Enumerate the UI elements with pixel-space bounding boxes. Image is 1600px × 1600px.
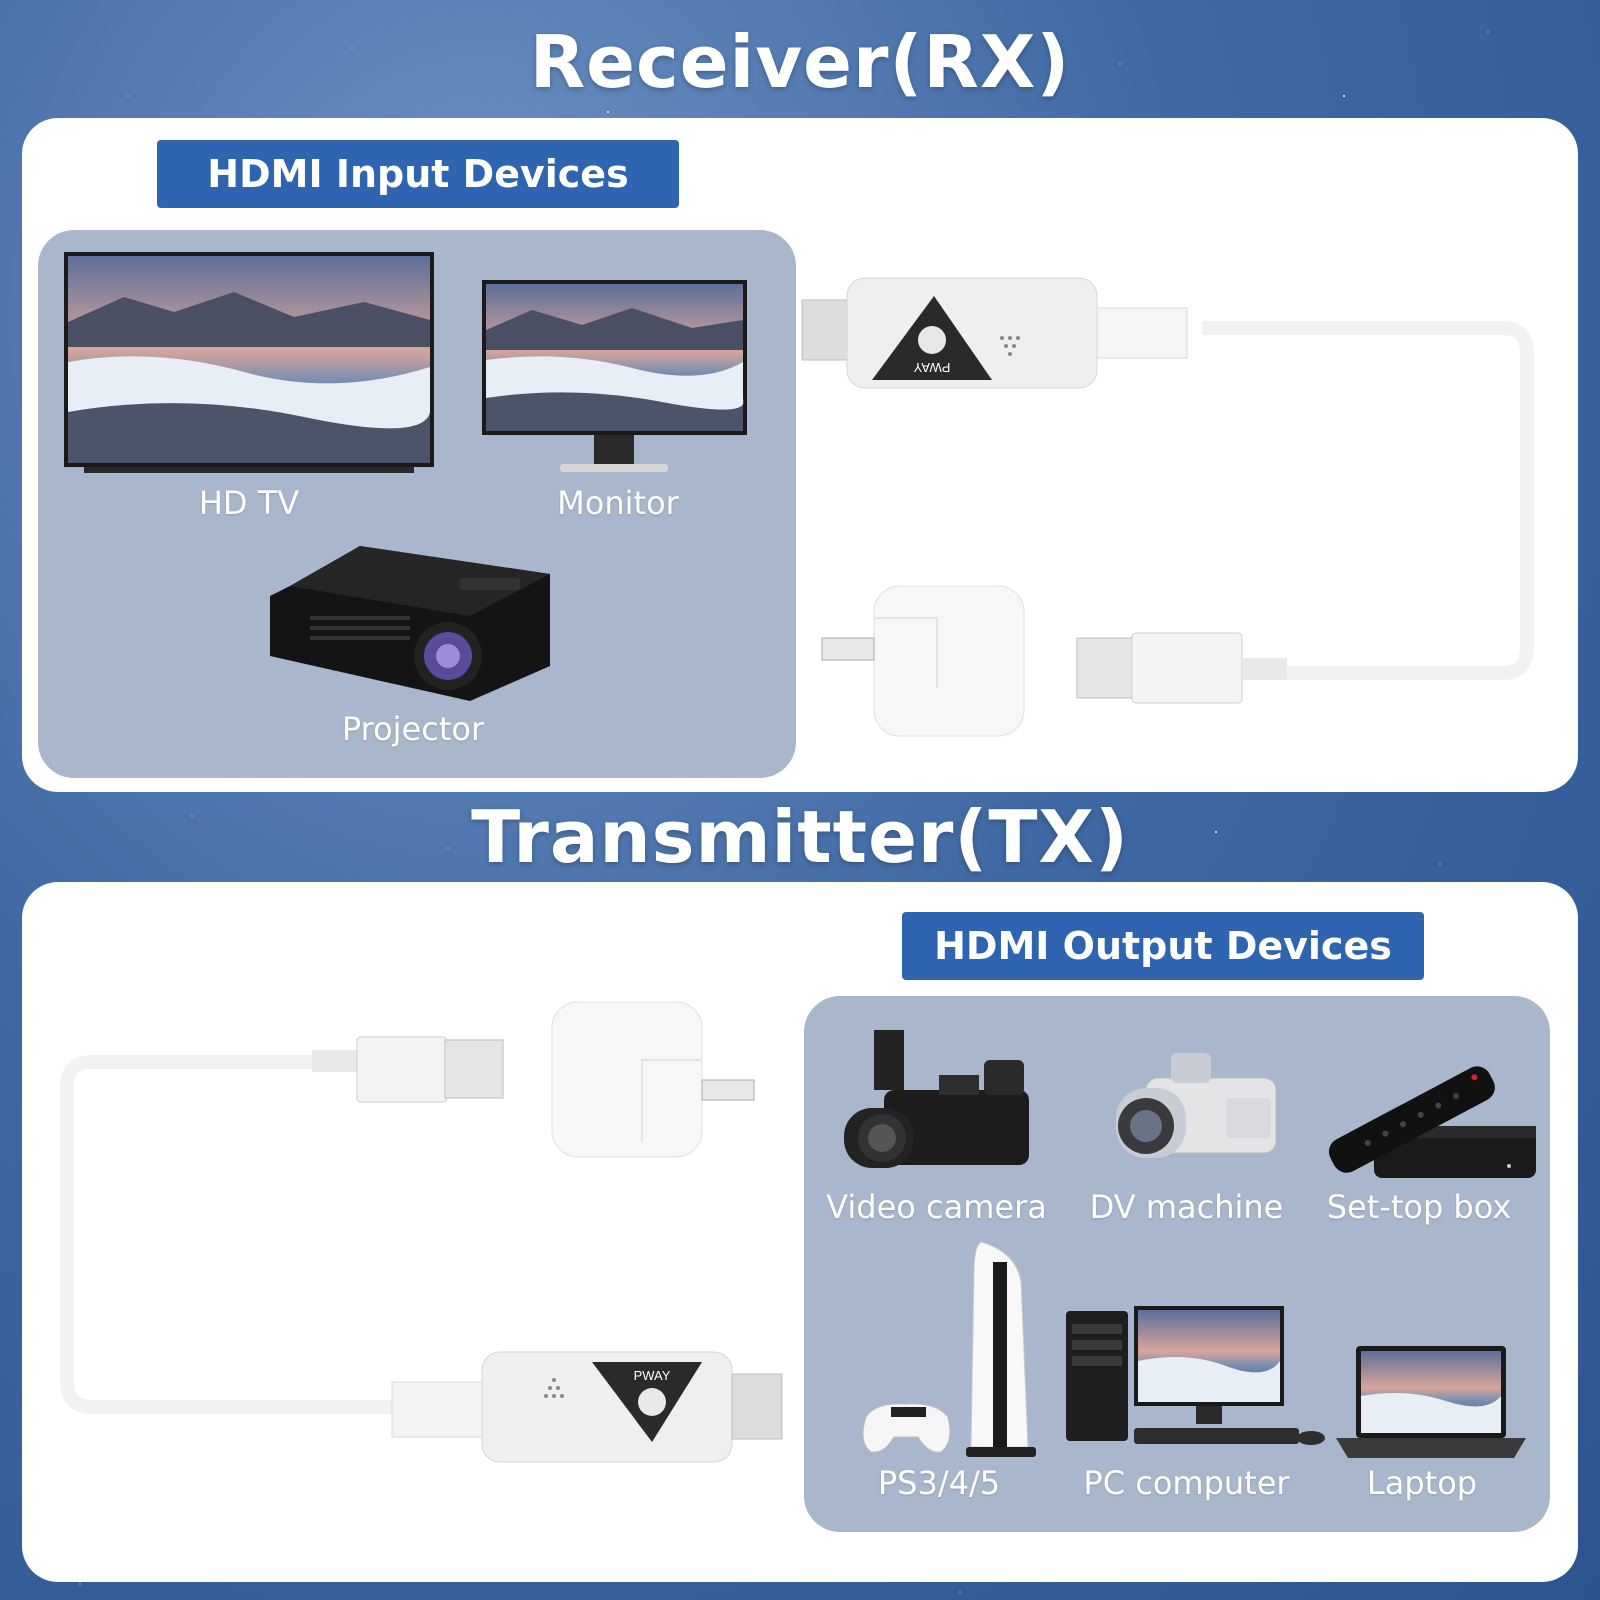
input-devices-box: HD TV Monitor Projector (38, 230, 796, 778)
device-label-laptop: Laptop (1366, 1464, 1478, 1502)
rx-brand: PWAY (913, 360, 950, 375)
output-devices-label: HDMI Output Devices (902, 912, 1424, 980)
tx-usb-plug (444, 1039, 504, 1099)
tx-brand: PWAY (634, 1368, 671, 1383)
tx-dongle-assembly: PWAY (60, 1001, 783, 1463)
monitor-image (482, 280, 747, 472)
pc-computer-image (1066, 1306, 1325, 1445)
dv-machine-image (1116, 1053, 1277, 1158)
device-label-hd-tv: HD TV (198, 484, 300, 522)
rx-power-adapter (873, 585, 1025, 737)
device-label-video-camera: Video camera (826, 1188, 1047, 1226)
tx-hdmi-plug (731, 1373, 783, 1440)
rx-pair-button (918, 326, 946, 354)
device-label-monitor: Monitor (557, 484, 679, 522)
tx-power-adapter (551, 1001, 703, 1158)
device-label-set-top-box: Set-top box (1326, 1188, 1512, 1226)
transmitter-panel: PWAY HDMI Output Devices Video camera DV… (22, 882, 1578, 1582)
transmitter-title: Transmitter(TX) (471, 795, 1129, 879)
rx-usb-plug (1076, 637, 1136, 699)
output-devices-box: Video camera DV machine Set-top box (804, 996, 1550, 1532)
projector-image (270, 546, 550, 701)
rx-hdmi-plug (801, 299, 853, 361)
ps-console-image (862, 1241, 1036, 1457)
device-label-ps: PS3/4/5 (877, 1464, 1001, 1502)
device-label-pc-computer: PC computer (1083, 1464, 1290, 1502)
receiver-title: Receiver(RX) (529, 20, 1071, 104)
rx-dongle-assembly: PWAY (801, 277, 1534, 737)
video-camera-image (844, 1030, 1029, 1168)
laptop-image (1336, 1346, 1526, 1458)
device-label-dv-machine: DV machine (1089, 1188, 1284, 1226)
hd-tv-image (64, 252, 434, 473)
set-top-box-image (1328, 1066, 1536, 1178)
tx-pair-button (638, 1388, 666, 1416)
device-label-projector: Projector (341, 710, 485, 748)
receiver-panel: HDMI Input Devices HD TV (22, 118, 1578, 792)
input-devices-label: HDMI Input Devices (157, 140, 679, 208)
